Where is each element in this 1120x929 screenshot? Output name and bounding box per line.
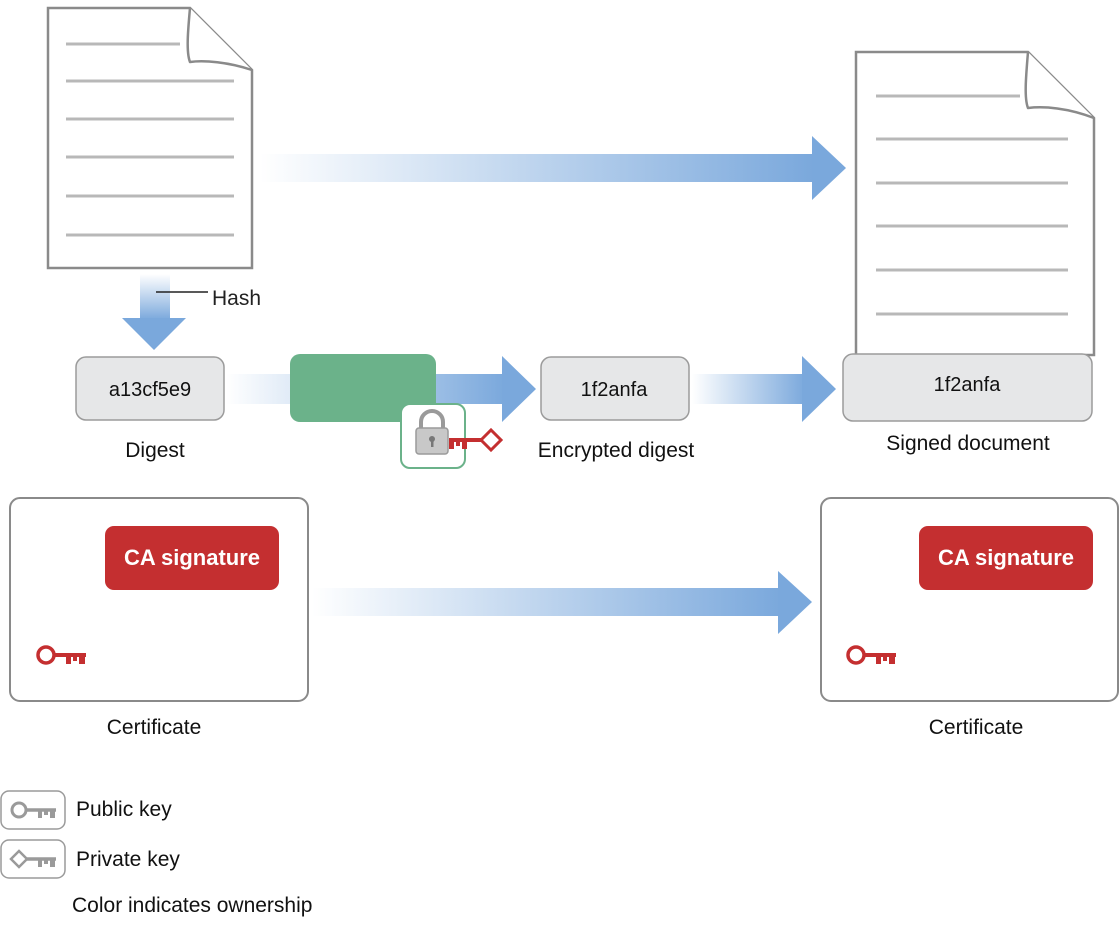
- ca-signature-left: [105, 526, 279, 590]
- certificate-right-label: Certificate: [929, 716, 1024, 739]
- hash-label: Hash: [212, 287, 261, 310]
- signature-value: 1f2anfa: [934, 374, 1002, 396]
- certificate-transfer-arrow: [312, 571, 812, 634]
- digest-box: [75, 356, 225, 421]
- digest-value: a13cf5e9: [109, 379, 191, 401]
- attach-signature-arrow: [692, 356, 836, 422]
- public-key-icon: [10, 801, 56, 819]
- digest-label: Digest: [125, 439, 185, 462]
- legend-public-key: Public key: [0, 790, 172, 830]
- legend: Public key Private key Color indicates o…: [0, 790, 312, 917]
- legend-note: Color indicates ownership: [72, 894, 312, 917]
- lock-icon: [415, 409, 449, 455]
- private-key-icon: [449, 427, 504, 453]
- ca-signature-left-label: CA signature: [124, 545, 260, 570]
- signed-document-label: Signed document: [886, 432, 1050, 455]
- source-document-icon: [46, 6, 254, 270]
- lock-key-badge: [400, 403, 504, 469]
- ca-signature-right: [919, 526, 1093, 590]
- private-key-icon: [9, 849, 56, 869]
- signed-document-icon: [854, 50, 1096, 357]
- certificate-left-label: Certificate: [107, 716, 202, 739]
- encryption-step-box: [290, 354, 436, 422]
- ca-signature-right-label: CA signature: [938, 545, 1074, 570]
- signature-box: [842, 353, 1093, 422]
- public-key-icon: [36, 645, 86, 665]
- document-transfer-arrow: [260, 136, 846, 200]
- encrypted-digest-label: Encrypted digest: [538, 439, 695, 462]
- legend-private-key: Private key: [0, 839, 180, 879]
- hash-arrow: [122, 274, 208, 350]
- encrypted-digest-value: 1f2anfa: [581, 379, 649, 401]
- legend-public-key-label: Public key: [76, 798, 172, 821]
- legend-private-key-label: Private key: [76, 848, 180, 871]
- encrypted-digest-box: [540, 356, 690, 421]
- public-key-icon: [846, 645, 896, 665]
